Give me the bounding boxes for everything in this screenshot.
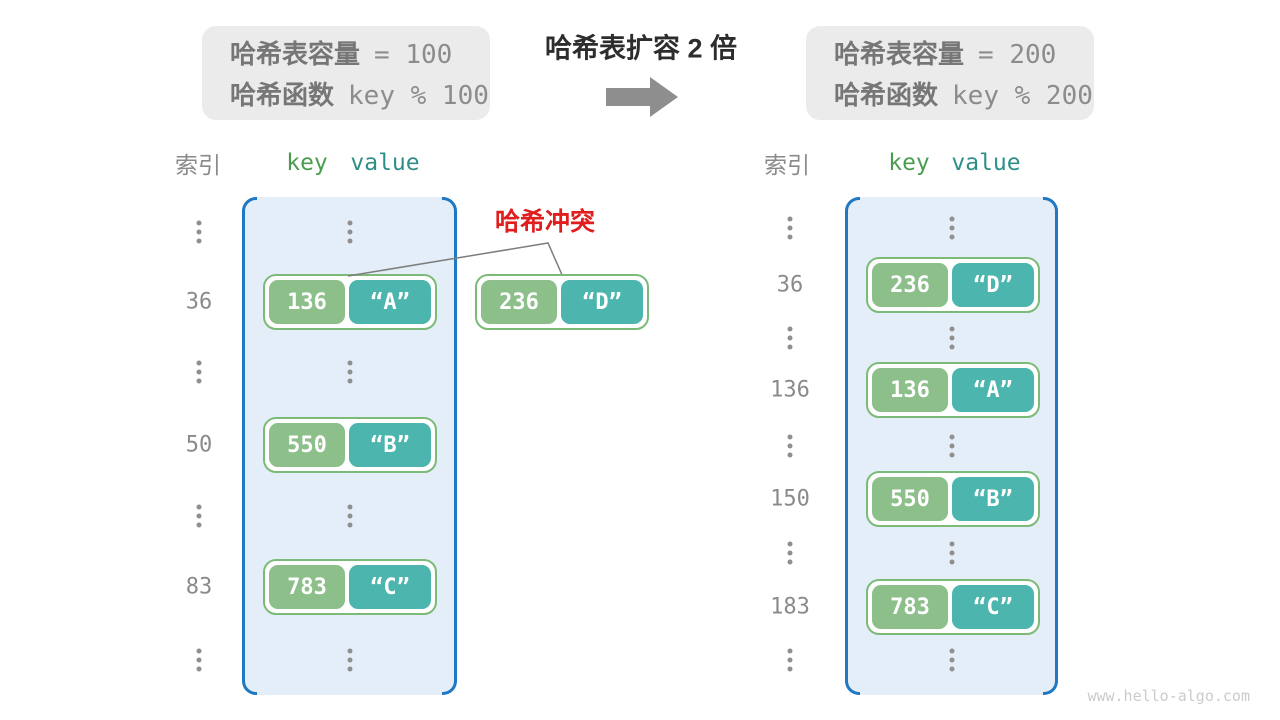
key-box: 136 [269, 280, 345, 324]
hash-function-value: key % 100 [348, 81, 489, 111]
key-box: 550 [872, 477, 948, 521]
hash-function-line: 哈希函数 key % 100 [230, 75, 490, 112]
key-box: 550 [269, 423, 345, 467]
capacity-label: 哈希表容量 [834, 39, 965, 69]
capacity-value: = 100 [374, 40, 453, 70]
index-column-header-after: 索引 [764, 152, 810, 178]
ellipsis-icon [787, 541, 793, 565]
value-box: “B” [349, 423, 431, 467]
kv-pair: 136 “A” [866, 362, 1040, 418]
kv-pair: 550 “B” [866, 471, 1040, 527]
value-box: “A” [952, 368, 1034, 412]
hash-function-label: 哈希函数 [834, 80, 939, 110]
key-box: 783 [872, 585, 948, 629]
kv-pair: 550 “B” [263, 417, 437, 473]
watermark: www.hello-algo.com [1087, 687, 1250, 705]
bucket-bracket-right [442, 197, 457, 695]
key-column-header-before: key [286, 150, 328, 176]
value-box: “C” [952, 585, 1034, 629]
capacity-value: = 200 [978, 40, 1057, 70]
hash-function-line: 哈希函数 key % 200 [834, 75, 1094, 112]
kv-pair: 783 “C” [866, 579, 1040, 635]
ellipsis-icon [347, 220, 352, 244]
kv-pair: 236 “D” [866, 257, 1040, 313]
value-box: “D” [561, 280, 643, 324]
bucket-bracket-left [845, 197, 860, 695]
capacity-line: 哈希表容量 = 200 [834, 34, 1094, 71]
collision-label: 哈希冲突 [495, 208, 596, 236]
collision-kv-pair: 236 “D” [475, 274, 649, 330]
hash-function-label: 哈希函数 [230, 80, 335, 110]
ellipsis-icon [196, 220, 202, 244]
value-box: “C” [349, 565, 431, 609]
ellipsis-icon [347, 504, 352, 528]
ellipsis-icon [949, 216, 954, 240]
ellipsis-icon [787, 434, 793, 458]
index-label: 150 [770, 486, 810, 512]
index-label: 183 [770, 594, 810, 620]
index-label: 36 [776, 272, 804, 298]
ellipsis-icon [949, 648, 954, 672]
key-box: 136 [872, 368, 948, 412]
ellipsis-icon [787, 648, 793, 672]
right-arrow-icon [606, 77, 678, 117]
ellipsis-icon [949, 326, 954, 350]
capacity-line: 哈希表容量 = 100 [230, 34, 490, 71]
bucket-bracket-right [1043, 197, 1058, 695]
index-label: 83 [185, 574, 213, 600]
hash-table-after: 236 “D” 136 “A” 550 “B” 783 “C” [845, 197, 1058, 695]
ellipsis-icon [949, 541, 954, 565]
hash-function-value: key % 200 [952, 81, 1093, 111]
capacity-info-box-after: 哈希表容量 = 200 哈希函数 key % 200 [806, 26, 1094, 120]
ellipsis-icon [196, 504, 202, 528]
ellipsis-icon [787, 216, 793, 240]
capacity-label: 哈希表容量 [230, 39, 361, 69]
kv-pair: 136 “A” [263, 274, 437, 330]
index-column-header-before: 索引 [175, 152, 221, 178]
key-box: 236 [481, 280, 557, 324]
index-label: 50 [185, 432, 213, 458]
key-column-header-after: key [888, 150, 930, 176]
ellipsis-icon [347, 648, 352, 672]
ellipsis-icon [347, 360, 352, 384]
value-box: “B” [952, 477, 1034, 521]
index-label: 36 [185, 289, 213, 315]
ellipsis-icon [196, 648, 202, 672]
bucket-bracket-left [242, 197, 257, 695]
key-box: 236 [872, 263, 948, 307]
value-box: “D” [952, 263, 1034, 307]
ellipsis-icon [787, 326, 793, 350]
ellipsis-icon [196, 360, 202, 384]
ellipsis-icon [949, 434, 954, 458]
value-column-header-before: value [350, 150, 420, 176]
capacity-info-box-before: 哈希表容量 = 100 哈希函数 key % 100 [202, 26, 490, 120]
resize-title: 哈希表扩容 2 倍 [544, 33, 738, 64]
index-label: 136 [770, 377, 810, 403]
key-box: 783 [269, 565, 345, 609]
kv-pair: 783 “C” [263, 559, 437, 615]
value-box: “A” [349, 280, 431, 324]
hash-table-before: 136 “A” 550 “B” 783 “C” [242, 197, 457, 695]
value-column-header-after: value [951, 150, 1021, 176]
